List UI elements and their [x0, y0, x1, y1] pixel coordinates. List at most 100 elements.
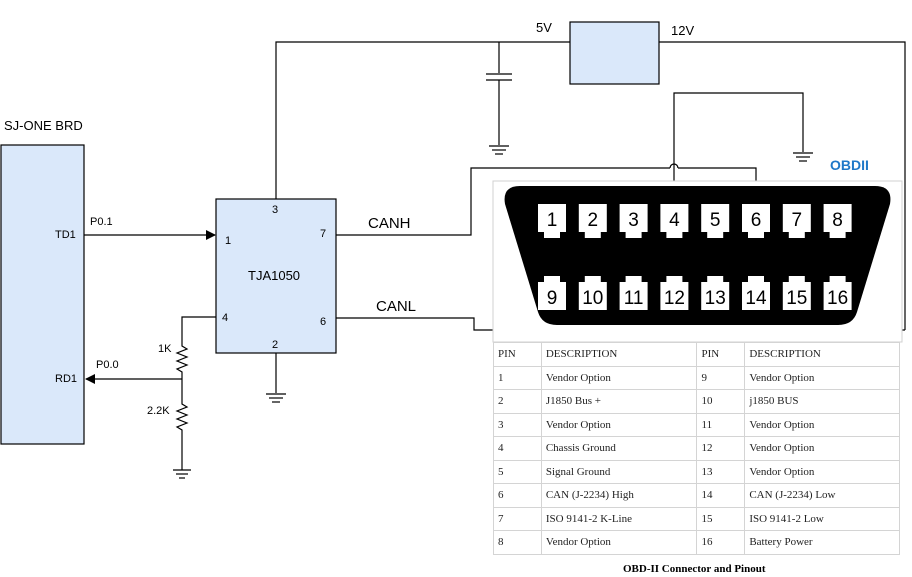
- ground-symbol-chip: [266, 393, 286, 403]
- net-canh-label: CANH: [368, 215, 411, 232]
- divider-resistors: [175, 340, 189, 470]
- row-pin: 4: [493, 436, 542, 461]
- obd-pin-4: 4: [660, 204, 689, 238]
- board-pin-rd1: RD1: [55, 373, 77, 385]
- obd-pin-number: 6: [751, 210, 762, 231]
- tja1050-chip: [215, 198, 337, 354]
- chip-pin-4: 4: [222, 312, 228, 324]
- header-description: DESCRIPTION: [744, 342, 900, 367]
- obd-pin-number: 13: [705, 288, 726, 309]
- obd-bottom-pin-row: 9 10 11 12 13 14 15 16: [538, 276, 852, 310]
- obd-pin-15: 15: [782, 276, 811, 310]
- board-pin-td1: TD1: [55, 229, 76, 241]
- row-description: j1850 BUS: [744, 389, 900, 414]
- obd-top-pin-row: 1 2 3 4 5 6 7 8: [538, 204, 852, 238]
- vbat-12v-wire: [659, 41, 906, 330]
- resistor-1k-label: 1K: [158, 343, 172, 355]
- obd-pin-number: 14: [745, 288, 767, 309]
- row-description: Vendor Option: [744, 436, 900, 461]
- net-p00-label: P0.0: [96, 359, 119, 371]
- ground-symbol-divider: [173, 469, 191, 479]
- obd-pin-12: 12: [660, 276, 689, 310]
- obd-pin-2: 2: [578, 204, 607, 238]
- pin4-wire: [181, 316, 216, 340]
- row-description: Vendor Option: [744, 459, 900, 484]
- row-pin: 16: [696, 530, 746, 555]
- row-description: CAN (J-2234) Low: [744, 483, 900, 508]
- row-description: Battery Power: [744, 530, 900, 555]
- row-pin: 1: [493, 365, 542, 390]
- row-description: Vendor Option: [744, 412, 900, 437]
- obd-pin-number: 2: [588, 210, 599, 231]
- chip-pin-1: 1: [225, 235, 231, 247]
- ground-symbol-cap: [489, 145, 509, 155]
- row-pin: 11: [696, 412, 746, 437]
- ground-symbol-obd: [793, 152, 813, 162]
- row-description: CAN (J-2234) High: [540, 483, 698, 508]
- row-pin: 3: [493, 412, 542, 437]
- row-description: J1850 Bus +: [540, 389, 698, 414]
- obd-pin-6: 6: [742, 204, 770, 238]
- capacitor-symbol: [486, 73, 512, 81]
- header-pin: PIN: [696, 342, 746, 367]
- row-pin: 2: [493, 389, 542, 414]
- vcc-5v-wire: [275, 41, 570, 199]
- row-description: Vendor Option: [540, 530, 698, 555]
- obd-pin-number: 16: [827, 288, 848, 309]
- chip-pin-6: 6: [320, 316, 326, 328]
- net-5v-label: 5V: [536, 20, 552, 35]
- obd-pin-number: 11: [624, 288, 644, 309]
- net-p01-label: P0.1: [90, 216, 113, 228]
- canh-to-pin6-wire: [678, 167, 757, 186]
- obd-caption: OBD-II Connector and Pinout: [623, 563, 766, 575]
- row-pin: 13: [696, 459, 746, 484]
- obd-pin-number: 15: [786, 288, 807, 309]
- chip-pin-3: 3: [272, 204, 278, 216]
- chip-pin-2: 2: [272, 339, 278, 351]
- row-description: ISO 9141-2 K-Line: [540, 506, 698, 531]
- row-pin: 14: [696, 483, 746, 508]
- sjone-board: [0, 144, 85, 445]
- obd-pin-number: 12: [664, 288, 685, 309]
- obd-pin-3: 3: [619, 204, 648, 238]
- row-description: ISO 9141-2 Low: [744, 506, 900, 531]
- obd-title: OBDII: [830, 157, 869, 173]
- row-description: Vendor Option: [540, 365, 698, 390]
- voltage-regulator: [569, 21, 660, 85]
- obd-pin-number: 1: [547, 210, 558, 231]
- obd-pin-number: 9: [547, 288, 558, 309]
- row-pin: 5: [493, 459, 542, 484]
- header-description: DESCRIPTION: [540, 342, 698, 367]
- net-12v-label: 12V: [671, 23, 694, 38]
- obd-pin-number: 8: [832, 210, 843, 231]
- obd-pin-number: 5: [710, 210, 721, 231]
- board-title: SJ-ONE BRD: [4, 118, 83, 133]
- obd-pin-5: 5: [701, 204, 730, 238]
- obd-pin-number: 7: [792, 210, 803, 231]
- obd-pin-13: 13: [701, 276, 730, 310]
- net-canl-label: CANL: [376, 298, 416, 315]
- row-pin: 7: [493, 506, 542, 531]
- canh-wire: [336, 167, 670, 236]
- obd-pin-9: 9: [538, 276, 566, 310]
- row-description: Vendor Option: [540, 412, 698, 437]
- obd-pin-number: 10: [582, 288, 603, 309]
- obd-pin-10: 10: [578, 276, 607, 310]
- obd-pin-number: 4: [669, 210, 680, 231]
- obd-pin-number: 3: [628, 210, 639, 231]
- chassis-ground-wire: [673, 92, 804, 186]
- row-pin: 15: [696, 506, 746, 531]
- chip-name: TJA1050: [248, 268, 300, 283]
- row-pin: 10: [696, 389, 746, 414]
- obd-pin-7: 7: [782, 204, 811, 238]
- chip-pin-7: 7: [320, 228, 326, 240]
